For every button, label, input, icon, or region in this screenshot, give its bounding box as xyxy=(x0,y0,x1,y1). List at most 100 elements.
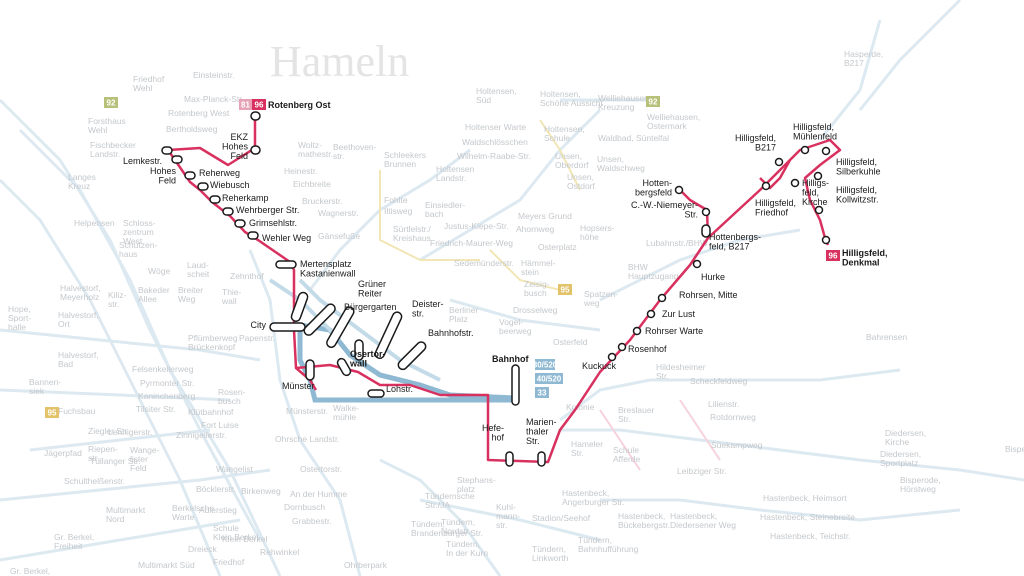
place-label: Stephans-platz xyxy=(457,475,496,494)
place-label: Woltz-mathestr. xyxy=(298,140,333,159)
place-label: Leibziger Str. xyxy=(677,466,727,476)
route-badge-label: 40/520 xyxy=(537,375,562,384)
place-label: Tüllanger Str. xyxy=(90,456,141,466)
place-label: Rotenberg West xyxy=(168,108,230,118)
place-label: Zinnigellerstr. xyxy=(176,430,227,440)
background-lines-yellow xyxy=(379,119,581,291)
stop-label: Hottenbergs-feld, B217 xyxy=(709,232,761,251)
place-label: Hämmel-stein xyxy=(521,258,556,277)
place-label: Osterfeld xyxy=(553,337,588,347)
place-label: Zehnthof xyxy=(230,271,264,281)
route-badge xyxy=(45,407,59,418)
place-label: Lilienstr. xyxy=(708,399,739,409)
place-label: Pyrmonter Str. xyxy=(140,378,194,388)
stop-label: Reherweg xyxy=(199,168,240,178)
place-label: Holtenser Warte xyxy=(465,122,526,132)
place-label: Lubahnstr./BHW xyxy=(646,238,708,248)
place-label: Osterplatz xyxy=(538,242,577,252)
stop-label: Bahnhof xyxy=(492,354,529,364)
place-label: Hastenbeck,Angerburger Str. xyxy=(562,488,624,507)
place-label: Zeisig-busch xyxy=(524,279,550,298)
place-label: Einsteinstr. xyxy=(193,70,235,80)
place-label: Eichbreite xyxy=(293,179,331,189)
stop-label: Zur Lust xyxy=(662,309,696,319)
place-label: Unsen,Oberdorf xyxy=(555,151,589,170)
place-label: Hastenbeck, Heimsort xyxy=(763,493,847,503)
place-label: Bahrensen xyxy=(866,332,907,342)
place-label: Wellie­hausen,Kreuzung xyxy=(598,93,651,112)
stop-label: Hefe-hof xyxy=(482,423,505,442)
place-label: Tündern,In der Kurn xyxy=(446,539,488,558)
place-label: Schulthelßenstr. xyxy=(64,476,125,486)
route-badge-label: 92 xyxy=(649,98,658,107)
place-label: Drosselweg xyxy=(513,305,558,315)
place-label: Ziegler Str. xyxy=(88,426,129,436)
place-label: Hastenbeck, Teichstr. xyxy=(770,531,851,541)
stop-label: Kuckuck xyxy=(582,361,617,371)
place-label: Rotdornweg xyxy=(710,412,756,422)
route-badge xyxy=(535,359,555,370)
place-label: Süekampweg xyxy=(711,440,763,450)
place-label: Scheckfeldweg xyxy=(690,376,747,386)
place-label: Bispe xyxy=(1005,444,1024,454)
route-badge xyxy=(252,99,266,110)
place-label: Kaninchenberg xyxy=(138,391,195,401)
place-label: Holtensen,Schule xyxy=(544,124,585,143)
stop-label: Lohstr. xyxy=(386,384,413,394)
terminal-north-label: Rotenberg Ost xyxy=(268,100,331,110)
stop-label: Rohrser Warte xyxy=(645,326,703,336)
place-label: Sürtlelstr./Kreishaus xyxy=(393,224,431,243)
place-label: Klein Berkel xyxy=(222,534,267,544)
stop-label: Bahnhofstr. xyxy=(428,328,474,338)
place-label: Wagnerstr. xyxy=(318,208,359,218)
place-label: Wangelist xyxy=(216,464,254,474)
stop-label: Hotten-bergsfeld xyxy=(635,178,672,197)
place-label: Kiliz-str. xyxy=(108,290,127,309)
route-badge-label: 96 xyxy=(255,101,264,110)
place-label: Ohrsche Landstr. xyxy=(275,434,340,444)
place-label: Rosen-busch xyxy=(218,387,246,406)
background-lines-pink xyxy=(599,399,721,471)
stop-label: Rosenhof xyxy=(628,344,667,354)
city-label: Hameln xyxy=(270,37,409,86)
route-badge-label: 33 xyxy=(538,389,547,398)
route-96-line xyxy=(166,118,842,464)
place-label: Ahornweg xyxy=(516,224,555,234)
place-label: Hastenbeck,Diedersener Weg xyxy=(670,511,736,530)
place-label: Hope,Sport-halle xyxy=(8,304,31,332)
place-label: Beethoven-str. xyxy=(333,142,377,161)
terminal-east-label: Hilligsfeld,Denkmal xyxy=(842,248,888,267)
place-label: Waldbad, Süntelfal xyxy=(598,133,669,143)
stop-label: Hurke xyxy=(701,272,725,282)
stop-label: Hilligsfeld,Friedhof xyxy=(755,198,796,217)
place-label: Welliehausen,Ostermark xyxy=(647,112,700,131)
place-label: Meyers Grund xyxy=(518,211,572,221)
place-label: Unsen,Waldschweg xyxy=(597,154,645,173)
route-badge xyxy=(535,373,563,384)
place-label: Hasperde,B217 xyxy=(844,49,883,68)
place-label: Waldschlösschen xyxy=(462,137,528,147)
place-label: Holtensen,Süd xyxy=(476,86,517,105)
stop-label: Lemkestr. xyxy=(123,156,162,166)
place-label: Friedrich-Maurer-Weg xyxy=(430,238,513,248)
place-label: Stadion/Seehof xyxy=(532,513,591,523)
place-label: Gr. Berkel,Freiheit xyxy=(54,532,94,551)
route-badge-label: 81 xyxy=(241,101,250,110)
stop-label: Hilligs-feld,Kirche xyxy=(802,178,829,207)
